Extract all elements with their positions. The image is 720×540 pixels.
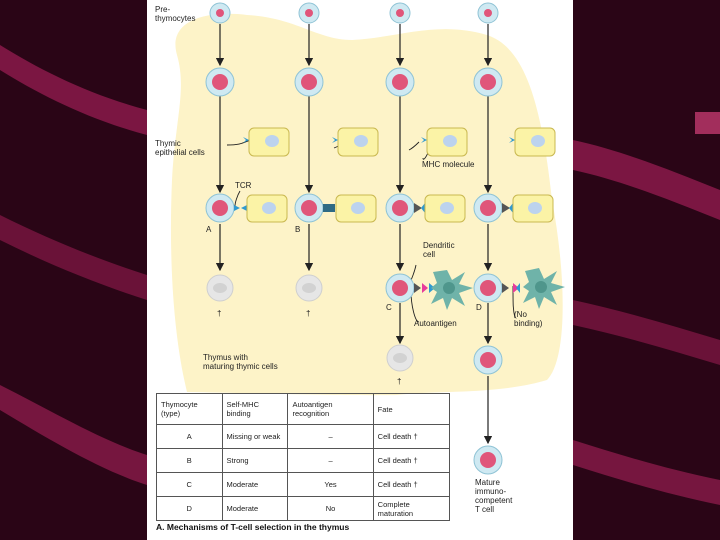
- mature-t-cell-label: Mature: [475, 478, 500, 487]
- death-dagger: †: [306, 309, 310, 318]
- mature-t-cell-label: immuno-: [475, 487, 506, 496]
- letter-a: A: [206, 225, 212, 234]
- corner-ornament: [695, 112, 720, 134]
- stripe: [0, 45, 147, 135]
- mhc-molecule-label: MHC molecule: [422, 160, 475, 169]
- column-header: Self-MHC binding: [221, 393, 289, 425]
- letter-c: C: [386, 303, 392, 312]
- cell-type: C: [156, 472, 223, 497]
- table-row: A Missing or weak – Cell death †: [156, 424, 451, 449]
- cell-type: A: [156, 424, 223, 449]
- figure-caption: A. Mechanisms of T-cell selection in the…: [156, 522, 350, 532]
- cell-recognition: Yes: [287, 472, 374, 497]
- stripe: [0, 215, 147, 300]
- pre-thymocyte-row: [209, 2, 499, 24]
- dendritic-cell-label: Dendritic: [423, 241, 455, 250]
- selection-diagram: Pre- thymocytes Thymic epithelial cells …: [155, 2, 565, 514]
- dagger-mark: †: [413, 432, 418, 441]
- stripe: [0, 385, 147, 485]
- cell-binding: Missing or weak: [221, 424, 289, 449]
- letter-d: D: [476, 303, 482, 312]
- cell-fate: Complete maturation: [372, 496, 451, 521]
- pre-thymocytes-label: thymocytes: [155, 14, 195, 23]
- cell-binding: Strong: [221, 448, 289, 473]
- cell-binding: Moderate: [221, 472, 289, 497]
- no-binding-label: binding): [514, 319, 543, 328]
- death-dagger: †: [397, 377, 401, 386]
- late-row: [386, 344, 503, 475]
- epithelial-cell-row: [243, 127, 556, 157]
- dendritic-cell-label: cell: [423, 250, 435, 259]
- thymocyte-row: [205, 67, 503, 97]
- dagger-mark: †: [413, 456, 418, 465]
- cell-fate: Cell death †: [372, 448, 451, 473]
- selection-table: Thymocyte (type) Self-MHC binding Autoan…: [156, 393, 451, 521]
- cell-recognition: –: [287, 424, 374, 449]
- fate-text: Cell death: [377, 480, 412, 489]
- mature-t-cell-label: T cell: [475, 505, 494, 514]
- binding-row: [205, 193, 554, 223]
- table-row: C Moderate Yes Cell death †: [156, 472, 451, 497]
- autoantigen-label: Autoantigen: [414, 319, 457, 328]
- thymus-label: Thymus with: [203, 353, 248, 362]
- stripe: [573, 140, 720, 220]
- mature-t-cell-label: competent: [475, 496, 513, 505]
- table-row: D Moderate No Complete maturation: [156, 496, 451, 521]
- cell-recognition: No: [287, 496, 374, 521]
- cell-binding: Moderate: [221, 496, 289, 521]
- column-header: Autoantigen recognition: [287, 393, 374, 425]
- dagger-mark: †: [413, 480, 418, 489]
- stripe: [573, 440, 720, 505]
- cell-type: B: [156, 448, 223, 473]
- fate-text: Cell death: [377, 456, 412, 465]
- stripe: [573, 300, 720, 365]
- dendritic-cell: [431, 270, 473, 310]
- fate-text: Cell death: [377, 432, 412, 441]
- cell-fate: Cell death †: [372, 424, 451, 449]
- letter-b: B: [295, 225, 300, 234]
- cell-type: D: [156, 496, 223, 521]
- no-binding-label: (No: [514, 310, 527, 319]
- thymus-label: maturing thymic cells: [203, 362, 278, 371]
- table-header-row: Thymocyte (type) Self-MHC binding Autoan…: [156, 393, 451, 425]
- figure-panel: Pre- thymocytes Thymic epithelial cells …: [147, 0, 573, 540]
- column-header: Fate: [372, 393, 451, 425]
- thymic-epithelial-label: Thymic: [155, 139, 181, 148]
- cell-recognition: –: [287, 448, 374, 473]
- thymic-epithelial-label: epithelial cells: [155, 148, 205, 157]
- column-header: Thymocyte (type): [156, 393, 223, 425]
- dendritic-cell: [523, 268, 565, 309]
- table-row: B Strong – Cell death †: [156, 448, 451, 473]
- fate-row: [206, 273, 520, 303]
- progression-arrows: [215, 24, 493, 445]
- death-dagger: †: [217, 309, 221, 318]
- fate-text: Complete maturation: [377, 499, 414, 518]
- pre-thymocytes-label: Pre-: [155, 5, 170, 14]
- cell-fate: Cell death †: [372, 472, 451, 497]
- tcr-label: TCR: [235, 181, 252, 190]
